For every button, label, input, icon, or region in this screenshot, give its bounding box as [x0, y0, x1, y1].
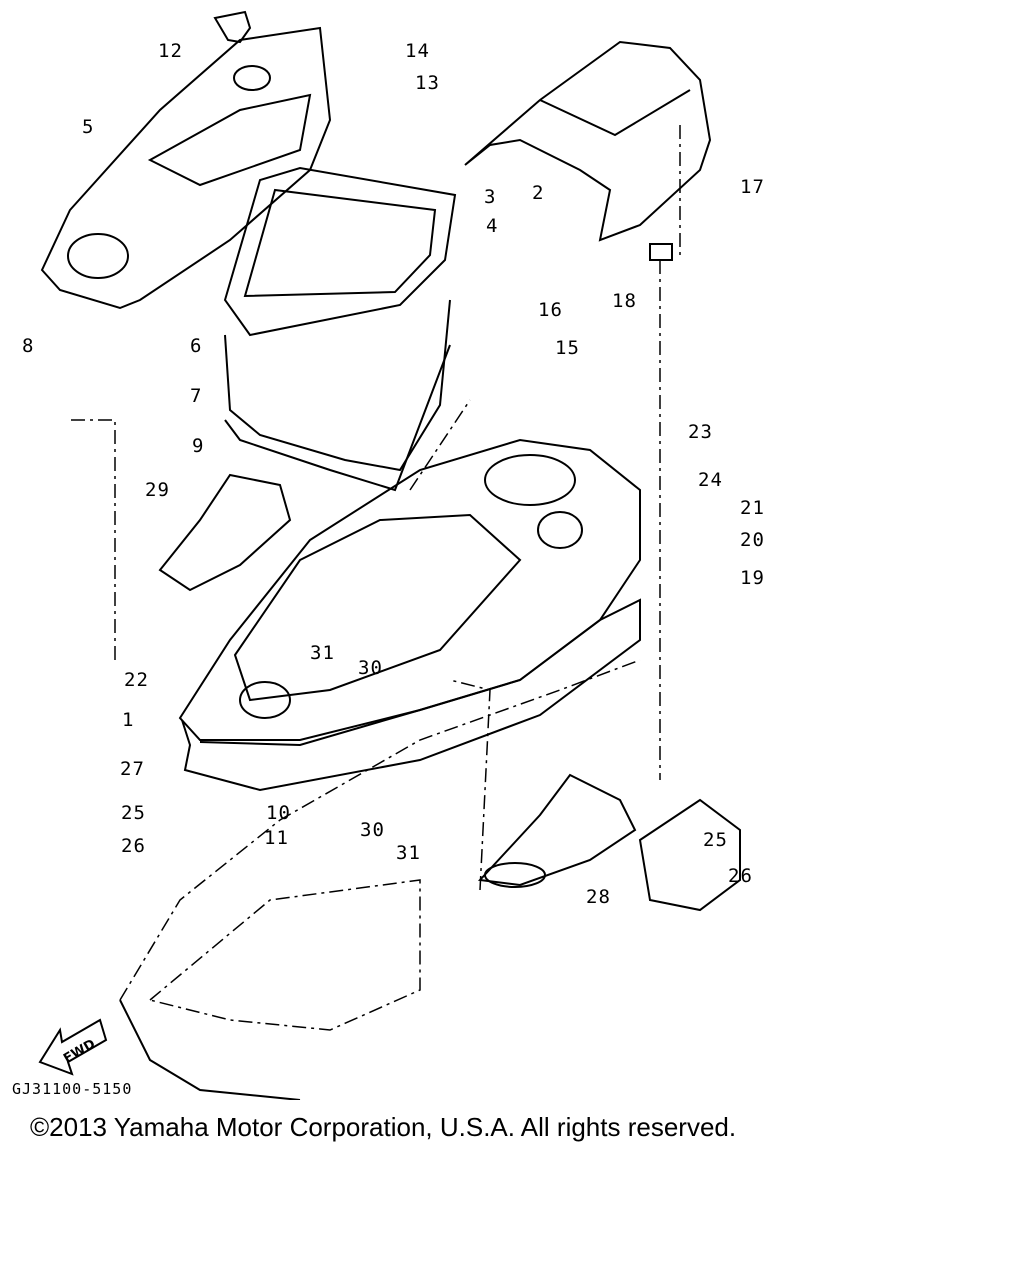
- part-12-cap: [213, 10, 252, 44]
- hull: [119, 659, 641, 1001]
- callout-31: 31: [310, 642, 335, 664]
- callout-20: 20: [740, 529, 765, 551]
- part-29-cover: [158, 473, 292, 592]
- part-5-hood: [40, 26, 332, 310]
- callout-19: 19: [740, 567, 765, 589]
- callout-12: 12: [158, 40, 183, 62]
- callout-25: 25: [121, 802, 146, 824]
- callout-23: 23: [688, 421, 713, 443]
- callout-17: 17: [740, 176, 765, 198]
- callout-3: 3: [484, 186, 497, 208]
- part-2-storage-box: [224, 299, 451, 472]
- part-1-seat-mount: [484, 454, 576, 506]
- hull-deck-outline: [148, 879, 421, 1031]
- part-5-cap-hole: [233, 65, 271, 91]
- callout-8: 8: [22, 335, 35, 357]
- guide-line: [409, 399, 471, 491]
- callout-25: 25: [703, 829, 728, 851]
- part-3-gasket: [223, 166, 457, 337]
- part-5-hole: [67, 233, 129, 279]
- callout-26: 26: [121, 835, 146, 857]
- callout-21: 21: [740, 497, 765, 519]
- part-28-cover: [477, 773, 637, 887]
- part-28-hole: [484, 862, 546, 888]
- part-5-window: [147, 93, 312, 187]
- callout-18: 18: [612, 290, 637, 312]
- callout-6: 6: [190, 335, 203, 357]
- part-18-damper: [649, 243, 673, 261]
- fwd-label: FWD: [61, 1037, 98, 1067]
- guide-line: [70, 419, 116, 660]
- callout-9: 9: [192, 435, 205, 457]
- guide-line: [449, 679, 491, 891]
- callout-29: 29: [145, 479, 170, 501]
- callout-5: 5: [82, 116, 95, 138]
- part-1-deck: [178, 438, 641, 741]
- callout-4: 4: [486, 215, 499, 237]
- parts-diagram: FWD: [38, 10, 741, 1100]
- callout-26: 26: [728, 865, 753, 887]
- callout-7: 7: [190, 385, 203, 407]
- part-1-hatch: [239, 681, 291, 719]
- callout-2: 2: [532, 182, 545, 204]
- fwd-arrow-icon: [38, 1018, 108, 1076]
- drawing-code: GJ31100-5150: [12, 1080, 133, 1098]
- copyright-notice: ©2013 Yamaha Motor Corporation, U.S.A. A…: [30, 1112, 737, 1142]
- callout-22: 22: [124, 669, 149, 691]
- callout-16: 16: [538, 299, 563, 321]
- callout-11: 11: [264, 827, 289, 849]
- callout-30: 30: [360, 819, 385, 841]
- callout-10: 10: [266, 802, 291, 824]
- callout-30: 30: [358, 657, 383, 679]
- part-17-seat: [464, 40, 712, 242]
- callout-15: 15: [555, 337, 580, 359]
- part-1-hole: [537, 511, 583, 549]
- callout-24: 24: [698, 469, 723, 491]
- part-4-gasket: [224, 344, 451, 492]
- part-3-inner: [243, 188, 437, 298]
- callout-14: 14: [405, 40, 430, 62]
- callout-13: 13: [415, 72, 440, 94]
- callout-27: 27: [120, 758, 145, 780]
- hull-nose: [119, 999, 301, 1100]
- callout-1: 1: [122, 709, 135, 731]
- detail-inset: [638, 798, 741, 912]
- part-1-storage-opening: [233, 513, 522, 702]
- part-17-seam: [539, 89, 691, 137]
- callout-28: 28: [586, 886, 611, 908]
- part-27-trim: [181, 598, 641, 792]
- callout-31: 31: [396, 842, 421, 864]
